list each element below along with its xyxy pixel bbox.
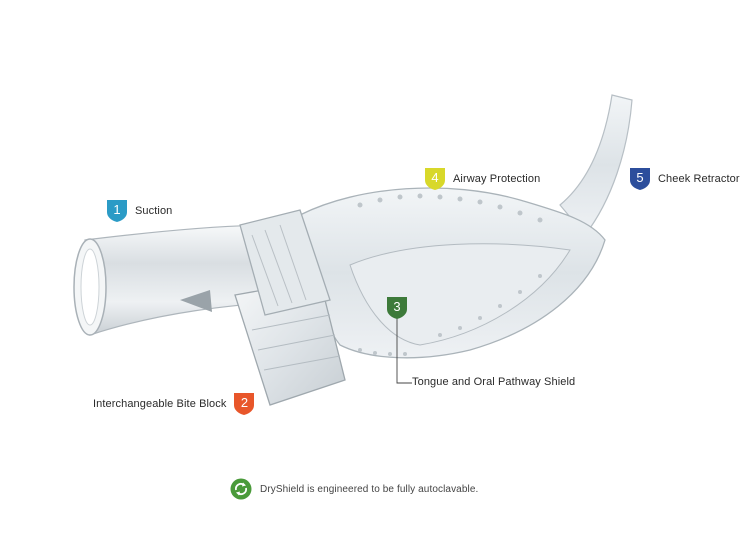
badge-number: 1 (113, 202, 121, 217)
callout-tongue-shield-badge: 3 (386, 296, 408, 320)
callout-suction: 1 Suction (106, 199, 172, 223)
badge-tongue-shield: 3 (386, 296, 408, 320)
callout-tongue-shield-label: Tongue and Oral Pathway Shield (412, 376, 575, 388)
callout-label: Interchangeable Bite Block (93, 398, 227, 410)
badge-cheek-retractor: 5 (629, 167, 651, 191)
callout-airway-protection: 4 Airway Protection (424, 167, 540, 191)
badge-bite-block: 2 (233, 392, 255, 416)
callout-cheek-retractor: 5 Cheek Retractor (629, 167, 740, 191)
badge-airway-protection: 4 (424, 167, 446, 191)
badge-number: 4 (431, 170, 439, 185)
badge-number: 5 (636, 170, 644, 185)
cheek-retractor-fin (559, 94, 633, 236)
note-text: DryShield is engineered to be fully auto… (260, 483, 479, 495)
connector-collar (239, 209, 331, 316)
callout-3-leader (396, 318, 412, 384)
callout-label: Cheek Retractor (658, 173, 740, 185)
collar-ridges (251, 224, 307, 307)
badge-number: 2 (240, 395, 249, 410)
callout-label: Suction (135, 205, 173, 217)
badge-suction: 1 (106, 199, 128, 223)
bite-block-ridges (251, 314, 341, 371)
callout-bite-block: Interchangeable Bite Block 2 (93, 392, 255, 416)
tongue-shield (349, 243, 571, 346)
autoclavable-note: DryShield is engineered to be fully auto… (230, 478, 478, 500)
perforations (357, 193, 543, 356)
callout-label: Airway Protection (453, 173, 541, 185)
badge-number: 3 (393, 299, 401, 314)
callout-label: Tongue and Oral Pathway Shield (412, 376, 576, 388)
recycle-icon (230, 478, 252, 500)
